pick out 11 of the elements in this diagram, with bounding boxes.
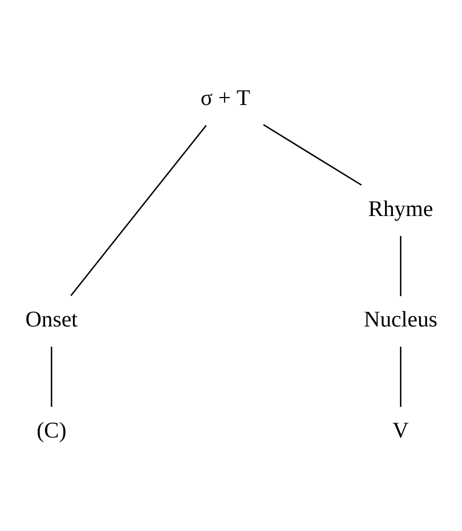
connector <box>400 346 402 406</box>
node-text: Nucleus <box>364 306 438 332</box>
node-text: Rhyme <box>368 195 434 220</box>
connector <box>70 124 207 296</box>
node-text: V <box>392 416 409 442</box>
connector <box>263 124 362 186</box>
node-text: σ + T <box>200 84 250 110</box>
connector <box>400 235 402 296</box>
node-text: Onset <box>25 306 78 332</box>
node-text: (C) <box>36 416 66 442</box>
connector <box>50 346 52 406</box>
